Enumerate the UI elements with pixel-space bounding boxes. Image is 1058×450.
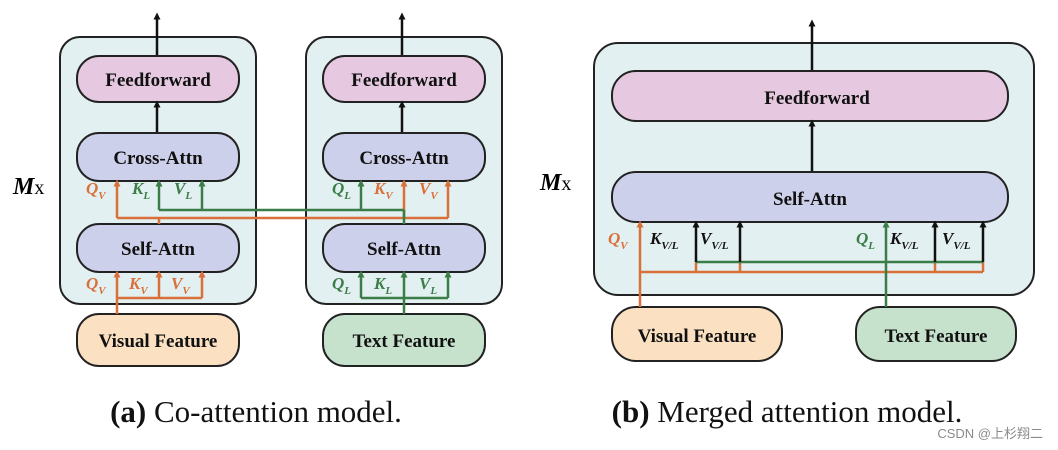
- svg-text:QV: QV: [86, 179, 107, 202]
- svg-text:VL: VL: [174, 179, 192, 202]
- svg-text:KL: KL: [131, 179, 150, 202]
- visual-feedforward-label: Feedforward: [105, 70, 211, 91]
- visual-cross-qkv-labels: QV KL VL: [86, 179, 192, 202]
- svg-text:QV: QV: [608, 229, 629, 252]
- text-self-qkv-labels: QL KL VL: [332, 274, 437, 297]
- visual-self-qkv-labels: QV KV VV: [86, 274, 191, 297]
- merged-visual-connections: [636, 220, 985, 307]
- visual-to-cross-connections: [113, 179, 452, 224]
- svg-text:QL: QL: [332, 179, 351, 202]
- text-cross-qkv-labels: QL KV VV: [332, 179, 439, 202]
- watermark: CSDN @上杉翔二: [937, 426, 1043, 441]
- svg-text:VL: VL: [419, 274, 437, 297]
- merged-text-feature-label: Text Feature: [885, 326, 988, 347]
- svg-text:QL: QL: [856, 229, 875, 252]
- svg-text:VV: VV: [171, 274, 191, 297]
- caption-b: (b) Merged attention model.: [612, 394, 963, 429]
- merged-visual-feature-label: Visual Feature: [638, 326, 757, 347]
- svg-text:KV/L: KV/L: [889, 229, 919, 252]
- visual-feature-label: Visual Feature: [99, 331, 218, 352]
- text-self-attn-inputs: [357, 270, 452, 314]
- text-self-attn-label: Self-Attn: [367, 239, 441, 260]
- merged-kv-arrows: [692, 220, 987, 262]
- merged-visual-feature-input: [611, 306, 783, 362]
- merged-attention-diagram: Feedforward Self-Attn Visual Feature Tex…: [539, 19, 1035, 429]
- svg-text:KV/L: KV/L: [649, 229, 679, 252]
- visual-feature-input: [76, 313, 240, 367]
- co-attention-diagram: Feedforward Cross-Attn Self-Attn Feedfor…: [12, 12, 503, 429]
- svg-text:KV: KV: [128, 274, 149, 297]
- merged-self-attn-label: Self-Attn: [773, 189, 847, 210]
- svg-text:VV/L: VV/L: [700, 229, 729, 252]
- merged-feedforward-label: Feedforward: [764, 88, 870, 109]
- svg-text:KL: KL: [373, 274, 392, 297]
- text-feedforward-label: Feedforward: [351, 70, 457, 91]
- svg-text:VV: VV: [419, 179, 439, 202]
- svg-text:VV/L: VV/L: [942, 229, 971, 252]
- svg-text:QV: QV: [86, 274, 107, 297]
- visual-self-attn-label: Self-Attn: [121, 239, 195, 260]
- svg-text:QL: QL: [332, 274, 351, 297]
- merged-qkv-labels: QV KV/L VV/L QL KV/L VV/L: [608, 229, 971, 252]
- svg-text:KV: KV: [373, 179, 394, 202]
- visual-cross-attn-label: Cross-Attn: [113, 148, 203, 169]
- text-to-cross-connections: [155, 179, 406, 224]
- repeat-label-a: Mx: [12, 174, 44, 200]
- merged-text-feature-input: [855, 306, 1017, 362]
- visual-self-attn-inputs: [113, 270, 206, 314]
- repeat-label-b: Mx: [539, 170, 571, 196]
- text-feature-label: Text Feature: [353, 331, 456, 352]
- merged-self-attn-block: [611, 171, 1009, 223]
- text-cross-attn-label: Cross-Attn: [359, 148, 449, 169]
- caption-a: (a) Co-attention model.: [110, 394, 402, 429]
